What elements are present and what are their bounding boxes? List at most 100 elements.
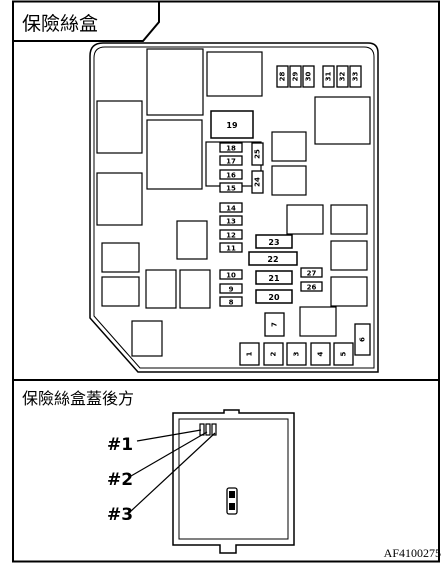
svg-text:31: 31 (325, 72, 333, 82)
relay-block (271, 131, 307, 162)
fuse-25: 25 (251, 142, 264, 166)
svg-text:8: 8 (229, 299, 234, 307)
callout-3-leader (130, 432, 216, 512)
svg-text:7: 7 (271, 322, 279, 327)
fuse-13: 13 (219, 215, 243, 226)
fuse-31: 31 (322, 65, 335, 88)
fuse-5: 5 (333, 342, 354, 366)
fuse-17: 17 (219, 155, 243, 166)
svg-text:23: 23 (268, 238, 279, 247)
svg-text:24: 24 (254, 177, 262, 187)
svg-text:3: 3 (293, 351, 301, 356)
svg-text:21: 21 (268, 274, 280, 283)
relay-block (96, 172, 143, 226)
svg-text:9: 9 (229, 286, 234, 294)
fuse-4: 4 (310, 342, 331, 366)
svg-text:16: 16 (226, 172, 236, 180)
header-title: 保險絲盒 (22, 13, 98, 35)
fuse-27: 27 (300, 267, 323, 278)
callout-1-label: #1 (107, 435, 133, 455)
relay-block (330, 240, 368, 271)
fuse-18: 18 (219, 142, 243, 153)
fuse-box-inner-outline (93, 46, 375, 369)
fuse-20: 20 (255, 289, 293, 304)
callout-2-label: #2 (107, 470, 133, 490)
fuse-11: 11 (219, 242, 243, 253)
fuse-15: 15 (219, 182, 243, 193)
relay-block (330, 204, 368, 235)
callout-1-leader (136, 429, 202, 442)
fuse-33: 33 (349, 65, 362, 88)
relay-block (206, 51, 263, 97)
fuse-1: 1 (239, 342, 260, 366)
relay-block (176, 220, 208, 260)
callout-2-leader (130, 431, 208, 477)
svg-text:13: 13 (226, 218, 236, 226)
fuse-box-lid-inner (178, 418, 289, 540)
fuse-3: 3 (286, 342, 307, 366)
svg-text:1: 1 (246, 351, 254, 356)
fuse-30: 30 (302, 65, 315, 88)
svg-text:30: 30 (305, 72, 313, 82)
svg-text:28: 28 (279, 72, 287, 82)
fuse-19: 19 (210, 110, 254, 139)
relay-block (96, 100, 143, 154)
fuse-8: 8 (219, 296, 243, 307)
svg-text:32: 32 (339, 72, 347, 82)
fuse-14: 14 (219, 202, 243, 213)
fuse-26: 26 (300, 281, 323, 292)
svg-text:6: 6 (359, 337, 367, 342)
fuse-box-lid-outline (172, 409, 295, 554)
fuse-21: 21 (255, 270, 293, 285)
spare-fuses (199, 423, 217, 436)
svg-text:27: 27 (307, 270, 317, 278)
header-tab (13, 1, 160, 42)
relay-block (271, 165, 307, 196)
fuse-32: 32 (336, 65, 349, 88)
lid-title: 保險絲盒蓋後方 (22, 389, 134, 408)
fuse-22: 22 (248, 251, 298, 266)
fuse-28: 28 (276, 65, 289, 88)
svg-text:26: 26 (307, 284, 317, 292)
svg-text:29: 29 (292, 72, 300, 82)
relay-block (179, 269, 211, 309)
relay-block (314, 96, 371, 145)
fuse-12: 12 (219, 229, 243, 240)
fuse-2: 2 (263, 342, 284, 366)
fuse-7: 7 (264, 312, 285, 337)
fuse-24: 24 (251, 170, 264, 194)
fuse-29: 29 (289, 65, 302, 88)
svg-text:25: 25 (254, 149, 262, 159)
relay-block (101, 276, 140, 307)
relay-block (145, 269, 177, 309)
svg-text:15: 15 (226, 185, 236, 193)
fuse-9: 9 (219, 283, 243, 294)
svg-text:18: 18 (226, 145, 236, 153)
svg-text:33: 33 (352, 72, 360, 82)
svg-text:14: 14 (226, 205, 236, 213)
svg-text:2: 2 (270, 351, 278, 356)
relay-block (330, 276, 368, 307)
fuse-23: 23 (255, 234, 293, 249)
svg-text:5: 5 (340, 351, 348, 356)
relay-block (299, 306, 337, 337)
relay-block (146, 48, 204, 116)
svg-text:19: 19 (226, 121, 238, 130)
relay-block (146, 119, 203, 190)
svg-text:20: 20 (268, 293, 280, 302)
fuse-16: 16 (219, 169, 243, 180)
callout-3-label: #3 (107, 505, 133, 525)
outer-border (12, 0, 440, 563)
relay-block (131, 320, 163, 357)
fuse-6: 6 (354, 323, 371, 356)
svg-text:22: 22 (267, 255, 278, 264)
relay-block (101, 242, 140, 273)
relay-block (286, 204, 324, 235)
svg-text:11: 11 (226, 245, 236, 253)
svg-text:12: 12 (226, 232, 236, 240)
fuse-10: 10 (219, 269, 243, 280)
svg-text:4: 4 (317, 351, 325, 356)
fuse-puller (226, 487, 238, 515)
svg-text:10: 10 (226, 272, 236, 280)
